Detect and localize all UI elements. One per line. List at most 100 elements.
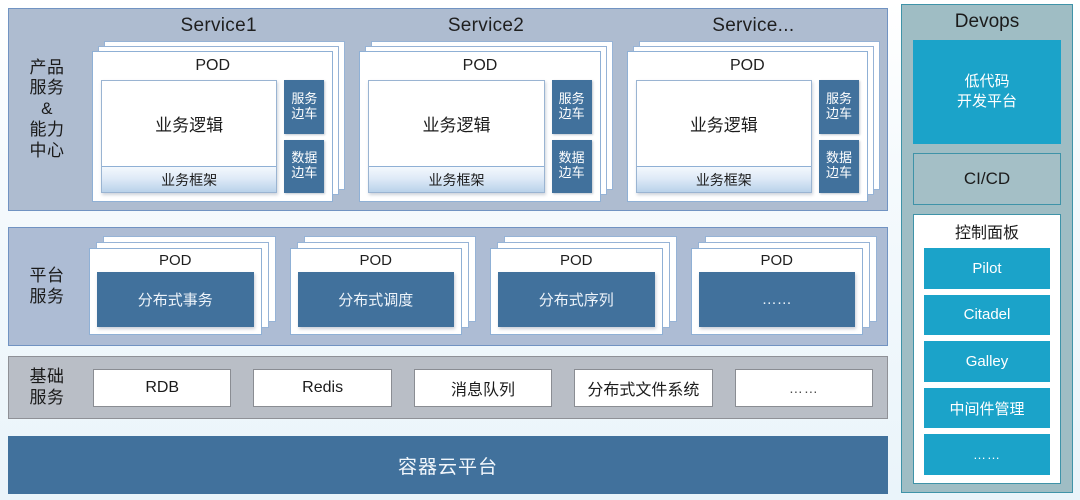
- layer-1-body: Service1 POD 业务逻辑 业务框架: [85, 9, 887, 210]
- platform-pod-name-1: 分布式事务: [97, 272, 254, 327]
- pod-card-1[interactable]: POD 业务逻辑 业务框架 服务 边车: [92, 51, 334, 202]
- sidecars-1: 服务 边车 数据 边车: [284, 80, 325, 193]
- base-service-message-queue[interactable]: 消息队列: [413, 368, 553, 407]
- control-panel-item-citadel[interactable]: Citadel: [924, 294, 1050, 336]
- pod-title-3: POD: [729, 57, 765, 74]
- platform-pod-title-2: POD: [359, 252, 392, 269]
- data-sidecar-1-line-1: 数据: [291, 150, 318, 166]
- layer-1-label: 产品 服务 & 能力 中心: [9, 9, 85, 210]
- platform-pod-3[interactable]: POD 分布式序列: [490, 236, 677, 335]
- lowcode-platform-line-2: 开发平台: [956, 93, 1017, 110]
- control-panel-items: Pilot Citadel Galley 中间件管理 ……: [924, 248, 1050, 475]
- layer-1-label-line-3: &: [41, 99, 53, 119]
- layer-3-label-line-2: 服务: [29, 387, 65, 407]
- control-panel-item-galley[interactable]: Galley: [924, 341, 1050, 382]
- control-panel-item-pilot[interactable]: Pilot: [924, 248, 1050, 289]
- platform-pod-name-3: 分布式序列: [498, 272, 655, 327]
- control-panel-item-middleware-management[interactable]: 中间件管理: [924, 387, 1050, 429]
- platform-pod-card-4[interactable]: POD ……: [690, 248, 863, 335]
- layer-product-service-capability: 产品 服务 & 能力 中心 Service1 POD: [8, 8, 888, 211]
- service-sidecar-3[interactable]: 服务 边车: [818, 80, 859, 134]
- architecture-stack: 产品 服务 & 能力 中心 Service1 POD: [8, 4, 888, 498]
- platform-pod-name-2: 分布式调度: [297, 272, 454, 327]
- business-column-1: 业务逻辑 业务框架: [101, 80, 278, 193]
- container-cloud-platform-bar[interactable]: 容器云平台: [8, 436, 888, 494]
- data-sidecar-3[interactable]: 数据 边车: [818, 139, 859, 193]
- service-column-1[interactable]: Service1 POD 业务逻辑 业务框架: [92, 15, 346, 202]
- pod-stack-2: POD 业务逻辑 业务框架 服务 边车: [359, 41, 613, 202]
- platform-pod-card-3[interactable]: POD 分布式序列: [490, 248, 663, 335]
- data-sidecar-3-line-2: 边车: [825, 165, 852, 181]
- platform-pod-title-3: POD: [559, 252, 593, 269]
- business-framework-3: 业务框架: [636, 166, 811, 192]
- pod-card-2[interactable]: POD 业务逻辑 业务框架 服务 边车: [359, 51, 601, 202]
- layer-1-label-line-1: 产品: [29, 57, 65, 77]
- control-panel-item-more[interactable]: ……: [924, 434, 1050, 475]
- data-sidecar-3-line-1: 数据: [825, 150, 852, 166]
- pod-stack-1: POD 业务逻辑 业务框架 服务 边车: [92, 41, 346, 202]
- business-logic-1: 业务逻辑: [155, 116, 224, 135]
- base-service-redis[interactable]: Redis: [253, 368, 392, 407]
- pod-inner-3: 业务逻辑 业务框架 服务 边车 数据: [635, 80, 859, 193]
- service-sidecar-2-line-1: 服务: [558, 90, 585, 106]
- data-sidecar-1-line-2: 边车: [291, 165, 318, 181]
- service-sidecar-2[interactable]: 服务 边车: [551, 80, 592, 134]
- layer-base-service: 基础 服务 RDB Redis 消息队列 分布式文件系统 ……: [8, 356, 888, 419]
- sidecars-3: 服务 边车 数据 边车: [818, 80, 859, 193]
- layer-1-label-line-5: 中心: [29, 140, 65, 160]
- service-column-2[interactable]: Service2 POD 业务逻辑 业务框架: [359, 15, 613, 202]
- platform-pod-title-4: POD: [760, 252, 793, 269]
- sidecars-2: 服务 边车 数据 边车: [551, 80, 592, 193]
- service-sidecar-3-line-2: 边车: [825, 105, 852, 121]
- base-service-distributed-file-system[interactable]: 分布式文件系统: [574, 368, 713, 407]
- business-column-2: 业务逻辑 业务框架: [368, 80, 545, 193]
- pod-inner-2: 业务逻辑 业务框架 服务 边车 数据: [368, 80, 592, 193]
- platform-pod-card-1[interactable]: POD 分布式事务: [89, 248, 262, 335]
- business-column-3: 业务逻辑 业务框架: [635, 80, 812, 193]
- business-logic-3: 业务逻辑: [689, 116, 758, 135]
- pod-stack-3: POD 业务逻辑 业务框架 服务 边车: [626, 41, 880, 202]
- service-sidecar-3-line-1: 服务: [825, 90, 852, 106]
- service-title-1: Service1: [180, 15, 257, 36]
- layer-2-label: 平台 服务: [9, 228, 85, 345]
- service-title-3: Service...: [712, 15, 795, 36]
- service-sidecar-1[interactable]: 服务 边车: [284, 80, 325, 134]
- layer-3-body: RDB Redis 消息队列 分布式文件系统 ……: [85, 357, 887, 418]
- platform-pod-1[interactable]: POD 分布式事务: [89, 236, 276, 335]
- pod-title-1: POD: [195, 57, 230, 74]
- devops-panel: Devops 低代码 开发平台 CI/CD 控制面板 Pilot Citadel…: [901, 4, 1073, 493]
- layer-1-label-line-2: 服务: [29, 78, 65, 98]
- base-service-row: RDB Redis 消息队列 分布式文件系统 ……: [85, 357, 887, 418]
- layer-1-label-line-4: 能力: [29, 119, 65, 139]
- layer-3-label-line-1: 基础: [29, 366, 65, 386]
- business-framework-1: 业务框架: [102, 166, 277, 192]
- control-panel-title: 控制面板: [954, 225, 1019, 242]
- control-panel: 控制面板 Pilot Citadel Galley 中间件管理 ……: [913, 214, 1061, 484]
- platform-pod-row: POD 分布式事务 POD 分布式调度: [85, 228, 887, 345]
- cicd-card[interactable]: CI/CD: [913, 153, 1061, 205]
- pod-title-2: POD: [462, 57, 498, 74]
- platform-pod-card-2[interactable]: POD 分布式调度: [289, 248, 462, 335]
- base-service-more[interactable]: ……: [734, 368, 874, 407]
- platform-pod-2[interactable]: POD 分布式调度: [289, 236, 476, 335]
- layer-2-label-line-2: 服务: [29, 286, 65, 306]
- platform-pod-title-1: POD: [158, 252, 192, 269]
- lowcode-platform-card[interactable]: 低代码 开发平台: [913, 40, 1061, 144]
- platform-pod-name-4: ……: [698, 272, 855, 327]
- service-sidecar-1-line-2: 边车: [291, 105, 318, 121]
- data-sidecar-1[interactable]: 数据 边车: [284, 139, 325, 193]
- platform-pod-4[interactable]: POD ……: [690, 236, 877, 335]
- layer-3-label: 基础 服务: [9, 357, 85, 418]
- service-sidecar-2-line-2: 边车: [558, 105, 585, 121]
- business-logic-2: 业务逻辑: [422, 116, 491, 135]
- data-sidecar-2[interactable]: 数据 边车: [551, 139, 592, 193]
- layer-2-body: POD 分布式事务 POD 分布式调度: [85, 228, 887, 345]
- layer-2-label-line-1: 平台: [29, 265, 65, 285]
- base-service-rdb[interactable]: RDB: [93, 368, 232, 407]
- lowcode-platform-line-1: 低代码: [964, 72, 1010, 90]
- pod-card-3[interactable]: POD 业务逻辑 业务框架 服务 边车: [626, 51, 868, 202]
- service-column-3[interactable]: Service... POD 业务逻辑 业务框架: [626, 15, 880, 202]
- data-sidecar-2-line-2: 边车: [558, 165, 585, 181]
- devops-title: Devops: [954, 11, 1020, 32]
